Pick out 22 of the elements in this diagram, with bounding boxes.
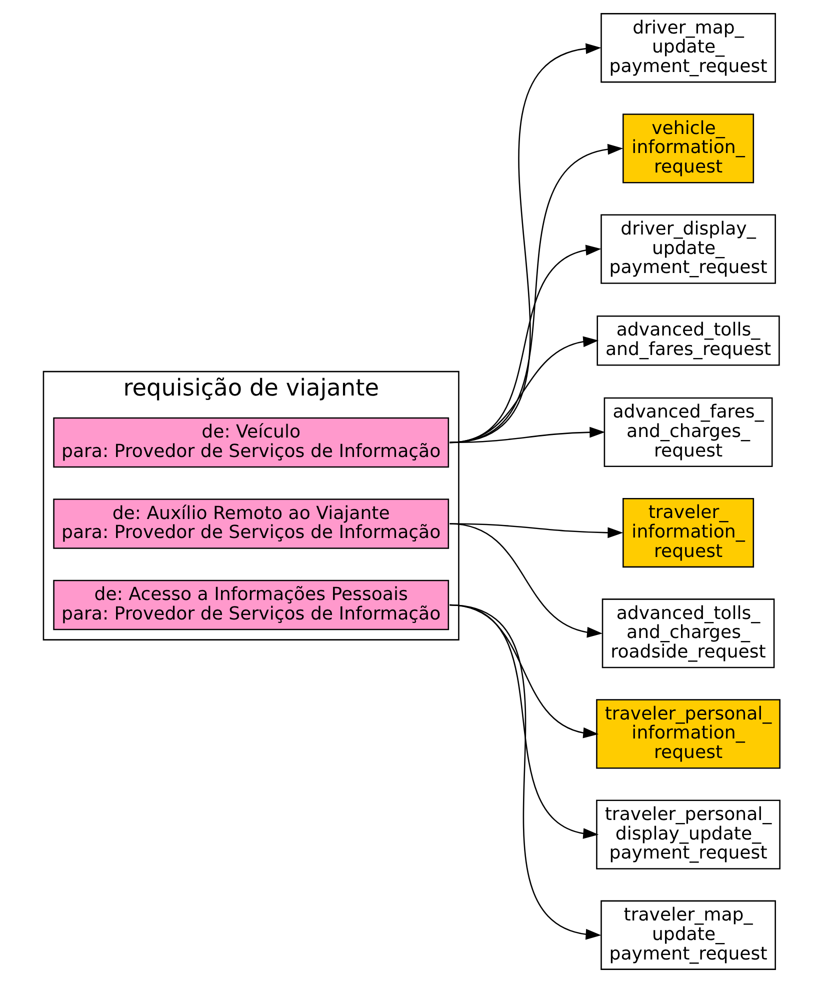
arrow bbox=[450, 244, 602, 444]
arrow bbox=[450, 523, 603, 638]
node-box: de: Veículo para: Provedor de Serviços de Informação bbox=[53, 417, 450, 468]
node-box: de: Auxílio Remoto ao Viajante para: Provedor de Serviços de Informação bbox=[53, 498, 450, 549]
node-box: driver_display_ update_ payment_request bbox=[600, 214, 776, 284]
node-box: vehicle_ information_ request bbox=[622, 114, 754, 184]
node-box: traveler_personal_ display_update_ payment_request bbox=[596, 800, 780, 870]
arrow bbox=[450, 604, 599, 738]
node-box: traveler_ information_ request bbox=[622, 498, 754, 568]
node-box: traveler_personal_ information_ request bbox=[596, 699, 780, 769]
node-box: de: Acesso a Informações Pessoais para: Provedor de Serviços de Informação bbox=[53, 580, 450, 630]
arrow bbox=[450, 604, 599, 839]
arrow bbox=[450, 426, 606, 444]
node-box: traveler_map_ update_ payment_request bbox=[600, 900, 776, 970]
node-box: advanced_fares_ and_charges_ request bbox=[604, 397, 773, 467]
arrow bbox=[450, 336, 599, 444]
arrow bbox=[450, 43, 602, 444]
node-box: advanced_tolls_ and_fares_request bbox=[596, 315, 780, 366]
arrow bbox=[450, 604, 602, 940]
node-box: driver_map_ update_ payment_request bbox=[600, 13, 776, 83]
node-box: advanced_tolls_ and_charges_ roadside_request bbox=[602, 598, 775, 668]
arrow bbox=[450, 144, 624, 444]
